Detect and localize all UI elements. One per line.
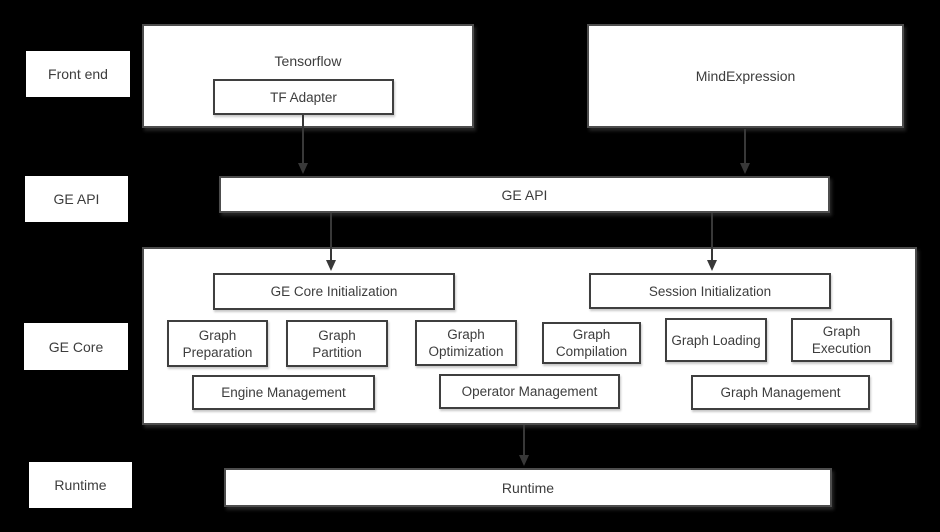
arrow-head-icon xyxy=(519,455,529,466)
side-label-ge-api: GE API xyxy=(25,176,128,222)
arrow-head-icon xyxy=(326,260,336,271)
side-label-front-end: Front end xyxy=(26,51,130,97)
tensorflow-label: Tensorflow xyxy=(274,53,342,69)
side-label-ge-core: GE Core xyxy=(24,323,128,370)
side-label-runtime: Runtime xyxy=(29,462,132,508)
arrow-line xyxy=(711,213,713,260)
operator-management-box: Operator Management xyxy=(439,374,620,409)
graph-management-box: Graph Management xyxy=(691,375,870,410)
graph-compilation-box: Graph Compilation xyxy=(542,322,641,364)
arrow-line xyxy=(523,425,525,455)
graph-partition-box: Graph Partition xyxy=(286,320,388,367)
arrow-line xyxy=(744,129,746,163)
arrow-line xyxy=(302,115,304,163)
runtime-bar: Runtime xyxy=(224,468,832,507)
ge-core-initialization-box: GE Core Initialization xyxy=(213,273,455,310)
arrow-head-icon xyxy=(298,163,308,174)
mindexpression-box: MindExpression xyxy=(587,24,904,128)
arrow-line xyxy=(330,213,332,260)
arrow-head-icon xyxy=(740,163,750,174)
arrow-head-icon xyxy=(707,260,717,271)
tf-adapter-box: TF Adapter xyxy=(213,79,394,115)
graph-preparation-box: Graph Preparation xyxy=(167,320,268,367)
session-initialization-box: Session Initialization xyxy=(589,273,831,309)
graph-loading-box: Graph Loading xyxy=(665,318,767,362)
engine-management-box: Engine Management xyxy=(192,375,375,410)
ge-api-bar: GE API xyxy=(219,176,830,213)
graph-optimization-box: Graph Optimization xyxy=(415,320,517,366)
graph-execution-box: Graph Execution xyxy=(791,318,892,362)
